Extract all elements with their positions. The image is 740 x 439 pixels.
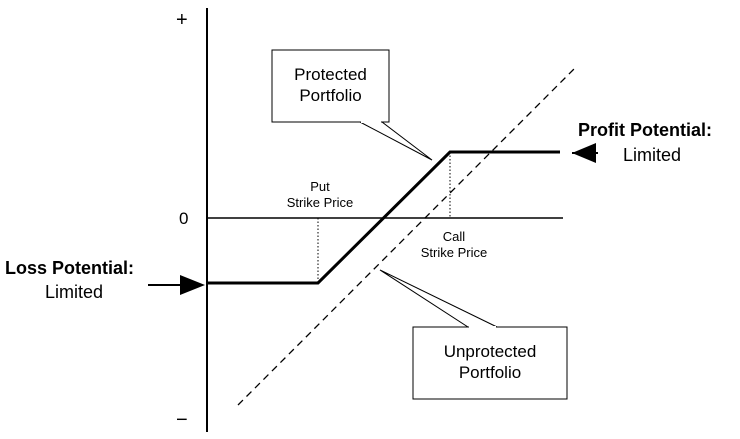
protected-portfolio-line bbox=[207, 150, 560, 285]
protected-box-line1: Protected bbox=[294, 65, 367, 84]
unprotected-portfolio-line bbox=[237, 67, 576, 406]
call-strike-label: Call Strike Price bbox=[404, 230, 504, 259]
put-strike-line1: Put bbox=[310, 179, 330, 194]
zero-label: 0 bbox=[179, 209, 189, 228]
loss-potential-title: Loss Potential: bbox=[5, 258, 135, 278]
plus-sign-label: + bbox=[176, 9, 188, 31]
profit-arrow-icon bbox=[572, 143, 598, 163]
protected-box bbox=[271, 49, 390, 123]
unprotected-box-line2: Portfolio bbox=[458, 363, 522, 382]
call-strike-line2: Strike Price bbox=[420, 245, 488, 260]
protected-box-pointer bbox=[359, 121, 433, 161]
unprotected-box-line1: Unprotected bbox=[443, 342, 537, 361]
minus-sign-label: − bbox=[176, 409, 188, 431]
protected-box-text: Protected Portfolio bbox=[272, 66, 389, 104]
put-strike-line2: Strike Price bbox=[286, 195, 354, 210]
profit-potential-value: Limited bbox=[623, 145, 682, 165]
loss-arrow-icon bbox=[148, 275, 205, 295]
call-strike-line1: Call bbox=[442, 229, 466, 244]
unprotected-box-text: Unprotected Portfolio bbox=[413, 343, 567, 381]
unprotected-box-pointer bbox=[379, 269, 498, 328]
protected-box-line2: Portfolio bbox=[299, 86, 362, 105]
profit-potential-title: Profit Potential: bbox=[578, 120, 712, 140]
loss-potential-value: Limited bbox=[45, 282, 104, 302]
put-strike-label: Put Strike Price bbox=[270, 180, 370, 209]
unprotected-box bbox=[412, 326, 568, 400]
